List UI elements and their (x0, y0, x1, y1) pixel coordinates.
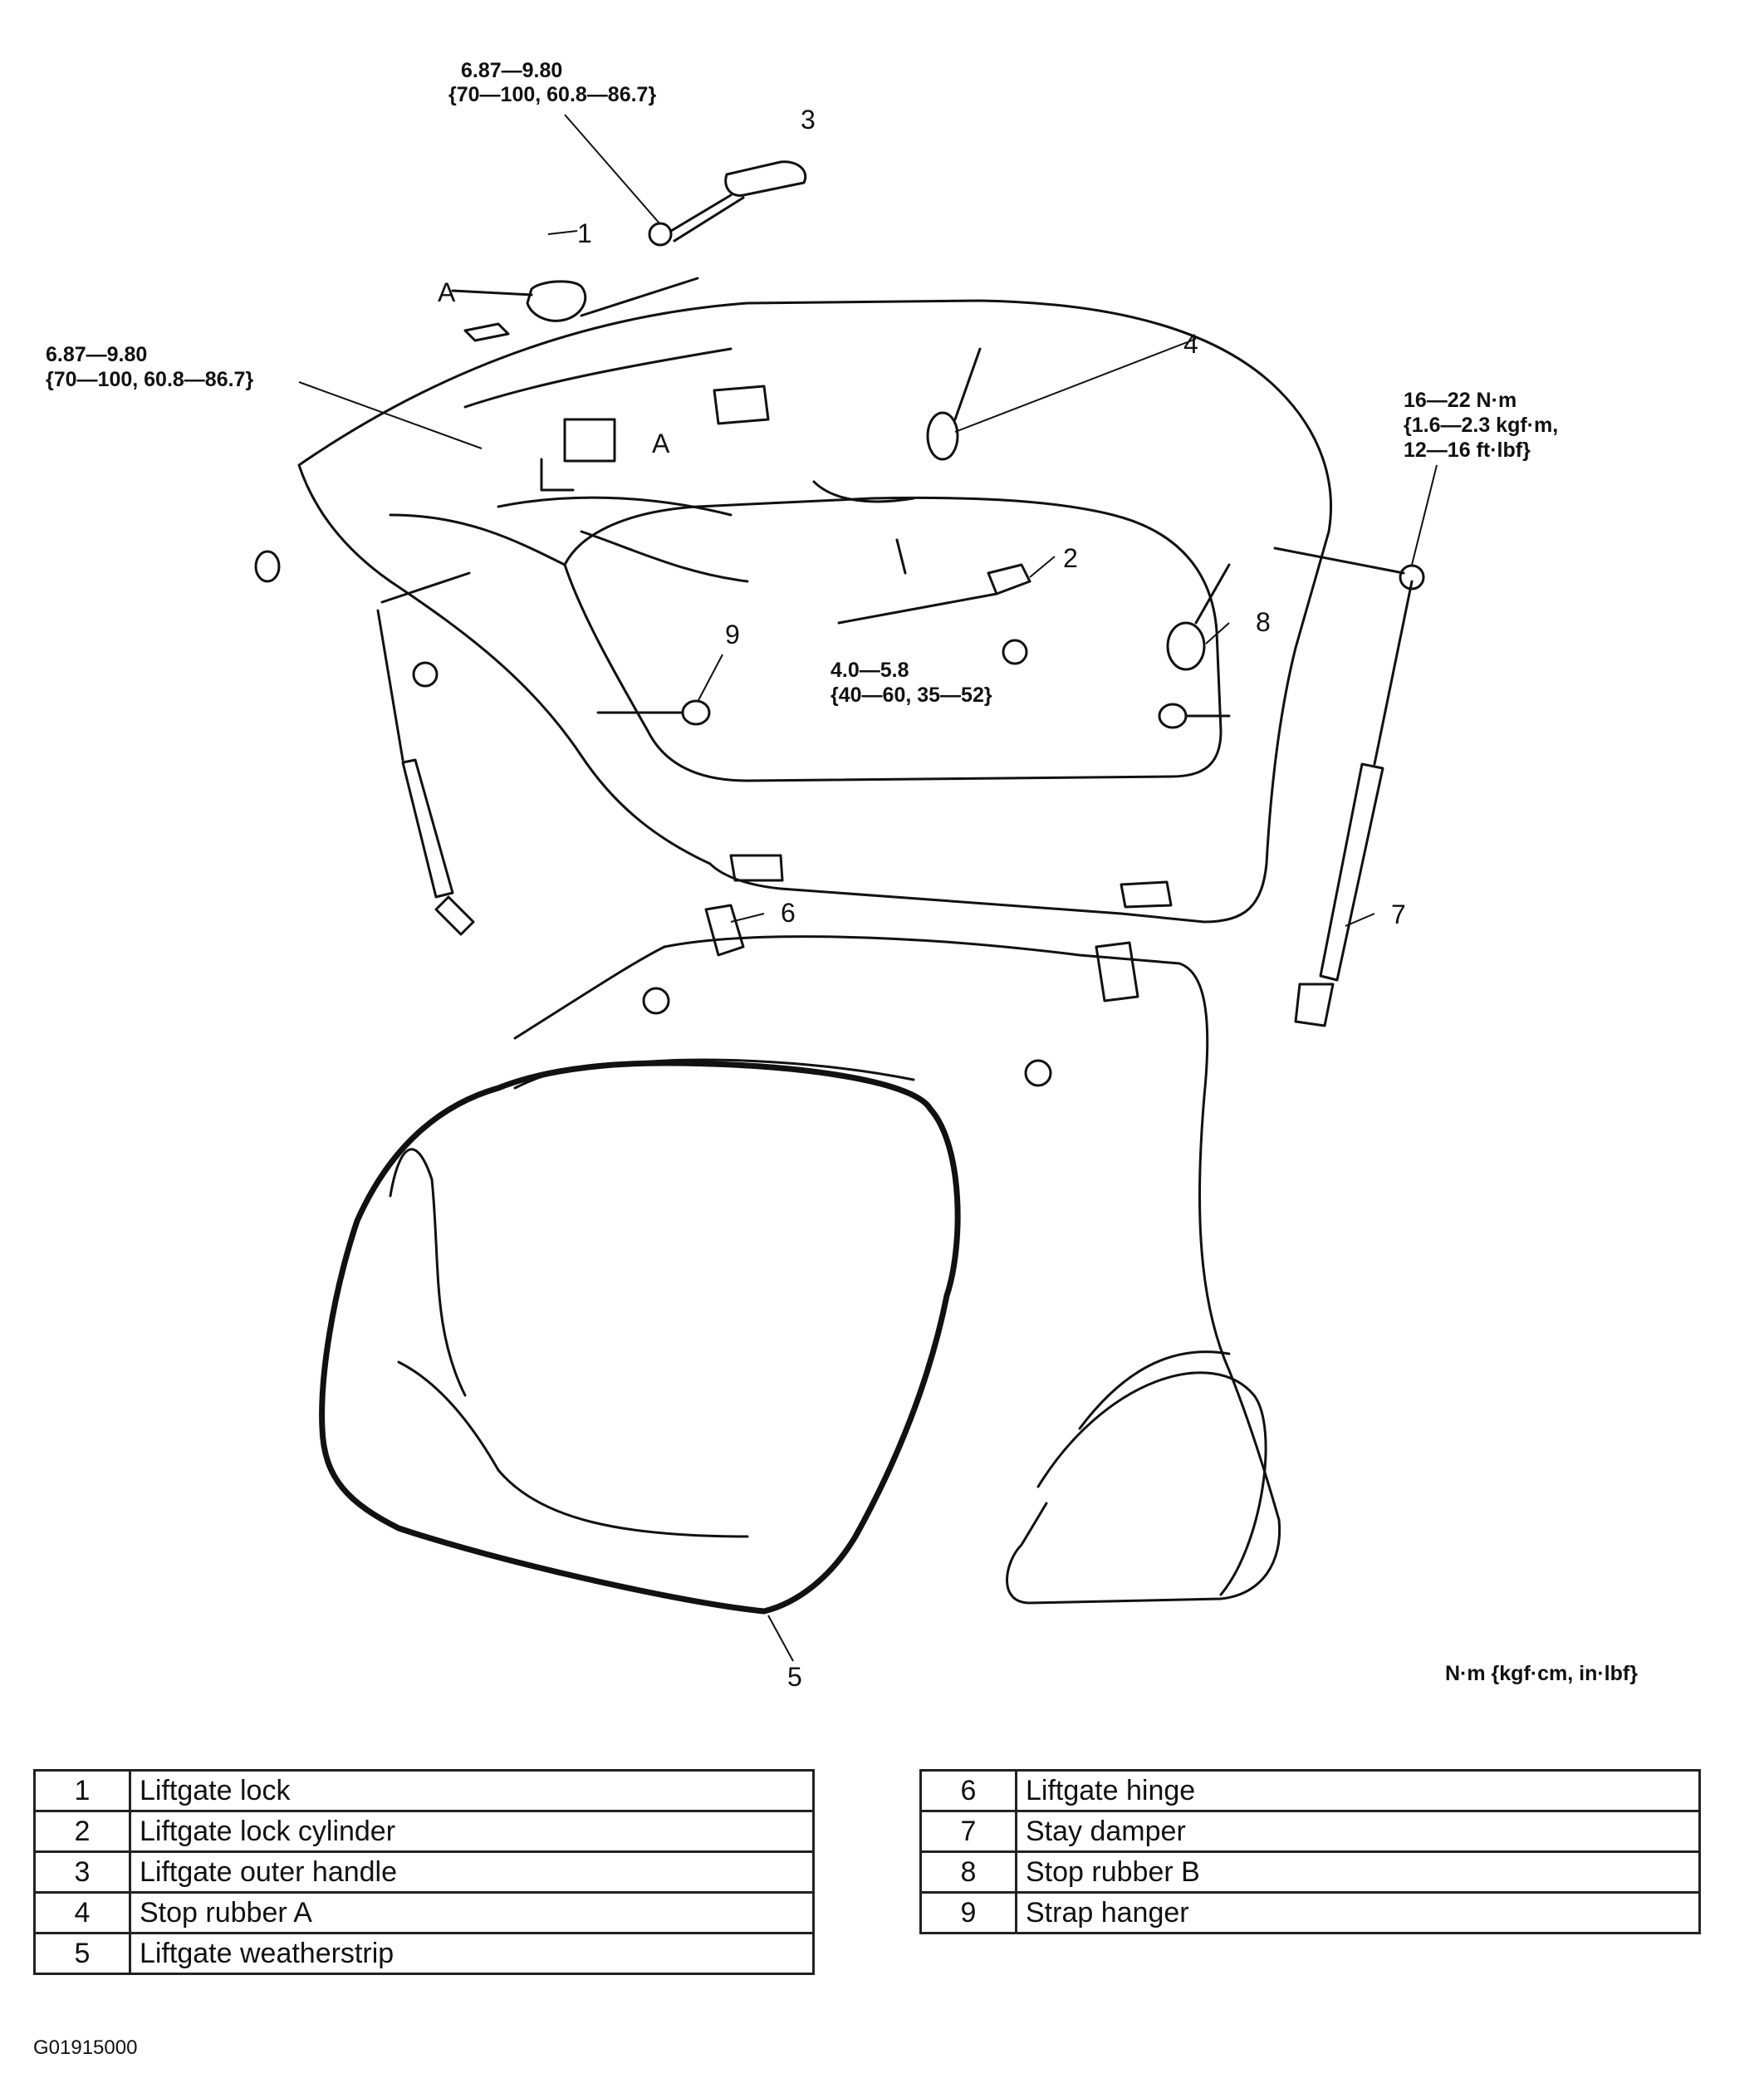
part-name: Stop rubber B (1015, 1850, 1701, 1894)
strap-hanger-left (681, 699, 711, 726)
callout-number-2: 2 (1063, 543, 1078, 573)
torque-handle: 6.87—9.80 {70—100, 60.8—86.7} (448, 59, 656, 106)
liftgate-weatherstrip (319, 1060, 961, 1615)
torque-lock: 6.87—9.80 {70—100, 60.8—86.7} (46, 343, 253, 391)
torque-damper-line1: 16—22 N·m (1404, 389, 1517, 412)
tail-lamp (1036, 1371, 1267, 1596)
liftgate-glass (713, 385, 770, 425)
part-number: 4 (33, 1891, 131, 1934)
table-row: 1 Liftgate lock (33, 1769, 815, 1812)
part-number: 1 (33, 1769, 131, 1812)
table-row: 4 Stop rubber A (33, 1891, 815, 1934)
part-name: Liftgate hinge (1015, 1769, 1701, 1812)
ref-a-lock: A (438, 277, 456, 307)
part-name: Stay damper (1015, 1810, 1701, 1853)
stay-damper-right (1319, 580, 1414, 982)
table-row: 5 Liftgate weatherstrip (33, 1932, 815, 1975)
liftgate-panel (297, 299, 1332, 924)
torque-damper-line3: 12—16 ft·lbf} (1404, 439, 1531, 462)
callout-number-7: 7 (1391, 899, 1406, 929)
part-number: 9 (919, 1891, 1017, 1934)
part-number: 3 (33, 1850, 131, 1894)
torque-handle-line2: {70—100, 60.8—86.7} (448, 83, 656, 106)
torque-lock-line2: {70—100, 60.8—86.7} (46, 368, 253, 391)
part-number: 6 (919, 1769, 1017, 1812)
callout-number-8: 8 (1256, 607, 1271, 637)
part-number: 8 (919, 1850, 1017, 1894)
torque-cylinder-line2: {40—60, 35—52} (831, 684, 992, 707)
liftgate-outer-handle (724, 160, 807, 197)
units-note: N·m {kgf·cm, in·lbf} (1445, 1662, 1638, 1685)
part-number: 5 (33, 1932, 131, 1975)
liftgate-lock (526, 280, 587, 322)
callout-number-9: 9 (725, 620, 740, 649)
parts-table-right: 6 Liftgate hinge 7 Stay damper 8 Stop ru… (919, 1769, 1701, 1934)
part-number: 2 (33, 1810, 131, 1853)
handle-bracket (563, 418, 616, 463)
vehicle-body-opening (663, 935, 1281, 1605)
table-row: 8 Stop rubber B (919, 1850, 1701, 1894)
callout-number-1: 1 (577, 218, 592, 248)
part-name: Stop rubber A (129, 1891, 815, 1934)
callout-number-3: 3 (801, 105, 816, 135)
table-row: 6 Liftgate hinge (919, 1769, 1701, 1812)
part-name: Liftgate outer handle (129, 1850, 815, 1894)
liftgate-exploded-diagram: 6.87—9.80 {70—100, 60.8—86.7} 6.87—9.80 … (46, 59, 1638, 1692)
table-row: 3 Liftgate outer handle (33, 1850, 815, 1894)
liftgate-window-opening (563, 496, 1223, 782)
part-name: Liftgate lock cylinder (129, 1810, 815, 1853)
document-id: G01915000 (33, 2036, 138, 2059)
table-row: 7 Stay damper (919, 1810, 1701, 1853)
callout-number-4: 4 (1183, 329, 1198, 359)
stay-damper-left (376, 609, 454, 899)
part-number: 7 (919, 1810, 1017, 1853)
part-name: Liftgate lock (129, 1769, 815, 1812)
ref-a-bracket: A (652, 429, 670, 458)
torque-cylinder-line1: 4.0—5.8 (831, 659, 909, 682)
torque-handle-line1: 6.87—9.80 (461, 59, 562, 82)
part-name: Strap hanger (1015, 1891, 1701, 1934)
strap-hanger-right (1158, 703, 1188, 729)
stop-rubber-b (1166, 621, 1206, 671)
callout-number-5: 5 (787, 1662, 802, 1692)
callout-number-6: 6 (781, 898, 796, 928)
torque-damper: 16—22 N·m {1.6—2.3 kgf·m, 12—16 ft·lbf} (1404, 389, 1564, 462)
torque-cylinder: 4.0—5.8 {40—60, 35—52} (831, 659, 992, 707)
torque-lock-line1: 6.87—9.80 (46, 343, 147, 366)
parts-table-left: 1 Liftgate lock 2 Liftgate lock cylinder… (33, 1769, 815, 1975)
part-name: Liftgate weatherstrip (129, 1932, 815, 1975)
table-row: 2 Liftgate lock cylinder (33, 1810, 815, 1853)
liftgate-hinge-right (1095, 880, 1173, 1002)
stop-rubber-a (926, 411, 959, 461)
torque-damper-line2: {1.6—2.3 kgf·m, (1404, 414, 1558, 437)
table-row: 9 Strap hanger (919, 1891, 1701, 1934)
liftgate-inner-edge (389, 480, 915, 583)
liftgate-lock-cylinder (987, 563, 1031, 595)
